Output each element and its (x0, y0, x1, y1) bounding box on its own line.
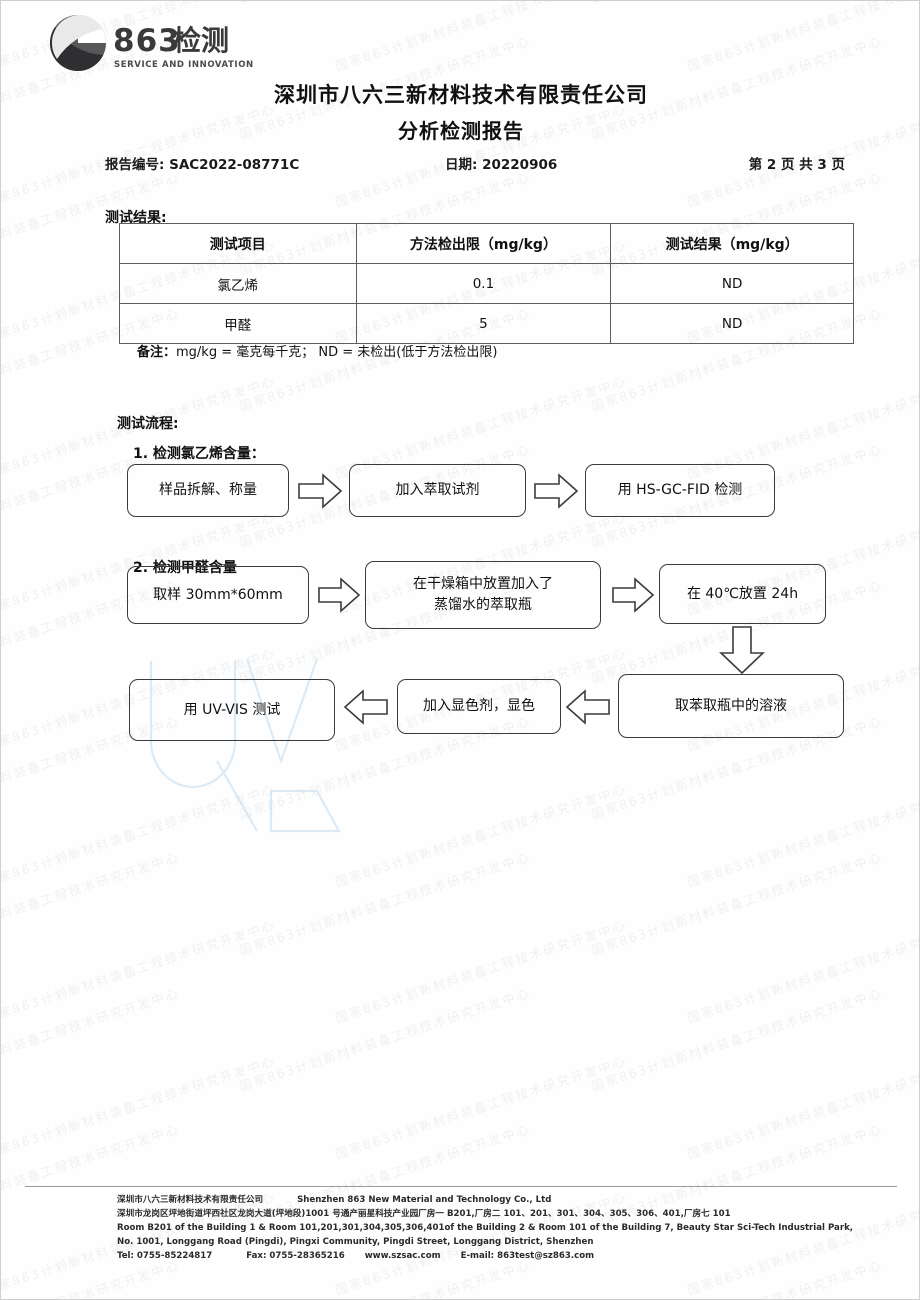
watermark-row: 国家863计划新材料装备工程技术研究开发中心 国家863计划新材料装备工程技术研究… (1, 1, 919, 9)
flow2-step-5: 加入显色剂，显色 (397, 679, 561, 734)
footer-company-en: Shenzhen 863 New Material and Technology… (297, 1195, 552, 1205)
flow2-step-2-line2: 蒸馏水的萃取瓶 (434, 597, 532, 613)
watermark-text: 国家863计划新材料装备工程技术研究开发中心 (589, 849, 885, 958)
watermark-text: 国家863计划新材料装备工程技术研究开发中心 (0, 985, 182, 1094)
flow2-step-1: 取样 30mm*60mm (127, 566, 309, 624)
arrow-right-icon-1 (298, 473, 343, 509)
flow1-step-3: 用 HS-GC-FID 检测 (585, 464, 775, 517)
cell-limit: 5 (355, 303, 612, 344)
flow2-label: 2. 检测甲醛含量 (133, 560, 237, 576)
watermark-row: 国家863计划新材料装备工程技术研究开发中心国家863计划新材料装备工程技术研究… (1, 985, 919, 1097)
flow2-step-3: 在 40℃放置 24h (659, 564, 826, 624)
flow2-step-2-line1: 在干燥箱中放置加入了 (413, 576, 553, 592)
company-logo: 863 检测 SERVICE AND INNOVATION (49, 15, 254, 72)
report-meta: 报告编号: SAC2022-08771C 日期: 20220906 第 2 页 … (105, 153, 845, 173)
flow-section-label: 测试流程: (117, 416, 179, 432)
table-row: 氯乙烯 0.1 ND (119, 263, 854, 304)
footer-line-4: No. 1001, Longgang Road (Pingdi), Pingxi… (117, 1236, 594, 1247)
cell-limit: 0.1 (355, 263, 612, 304)
arrow-right-icon-3 (318, 577, 361, 613)
flow2-step-4: 取苯取瓶中的溶液 (618, 674, 844, 738)
flow2-step-6: 用 UV-VIS 测试 (129, 679, 335, 741)
report-number: 报告编号: SAC2022-08771C (105, 157, 300, 173)
column-header-result: 测试结果（mg/kg） (610, 223, 854, 264)
page-subtitle: 分析检测报告 (398, 119, 524, 143)
watermark-text: 国家863计划新材料装备工程技术研究开发中心 (0, 781, 278, 890)
watermark-text: 国家863计划新材料装备工程技术研究开发中心 (588, 1, 884, 7)
arrow-down-icon-1 (719, 626, 765, 675)
svg-text:SERVICE AND INNOVATION: SERVICE AND INNOVATION (114, 60, 254, 70)
arrow-right-icon-4 (612, 577, 655, 613)
footer-line-1: 深圳市八六三新材料技术有限责任公司 Shenzhen 863 New Materi… (117, 1194, 907, 1208)
table-header-row: 测试项目 方法检出限（mg/kg） 测试结果（mg/kg） (119, 223, 854, 264)
watermark-text: 国家863计划新材料装备工程技术研究开发中心 (589, 985, 885, 1094)
watermark-text: 国家863计划新材料装备工程技术研究开发中心 (333, 917, 629, 1026)
flow1-step-1: 样品拆解、称量 (127, 464, 289, 517)
watermark-text: 国家863计划新材料装备工程技术研究开发中心 (0, 1053, 278, 1162)
arrow-right-icon-2 (534, 473, 579, 509)
cell-result: ND (610, 263, 854, 304)
footer-line-2: 深圳市龙岗区坪地街道坪西社区龙岗大道(坪地段)1001 号通产丽星科技产业园厂房… (117, 1208, 731, 1219)
watermark-text: 国家863计划新材料装备工程技术研究开发中心 (685, 781, 920, 890)
table-row: 甲醛 5 ND (119, 303, 854, 344)
footer-company-cn: 深圳市八六三新材料技术有限责任公司 (117, 1195, 264, 1205)
watermark-row: 国家863计划新材料装备工程技术研究开发中心国家863计划新材料装备工程技术研究… (1, 849, 919, 961)
svg-text:863: 863 (113, 23, 181, 59)
watermark-text: 国家863计划新材料装备工程技术研究开发中心 (0, 917, 278, 1026)
watermark-text: 国家863计划新材料装备工程技术研究开发中心 (333, 781, 629, 890)
cell-item: 氯乙烯 (119, 263, 357, 304)
footer-email[interactable]: E-mail: 863test@sz863.com (460, 1250, 595, 1261)
watermark-text: 国家863计划新材料装备工程技术研究开发中心 (237, 849, 533, 958)
watermark-text: 国家863计划新材料装备工程技术研究开发中心 (685, 1053, 920, 1162)
column-header-detection-limit: 方法检出限（mg/kg） (355, 223, 612, 264)
flow1-step-2: 加入萃取试剂 (349, 464, 526, 517)
watermark-text: 国家863计划新材料装备工程技术研究开发中心 (237, 1, 533, 7)
remark-label: 备注： (137, 345, 177, 360)
watermark-row: 国家863计划新材料装备工程技术研究开发中心国家863计划新材料装备工程技术研究… (1, 781, 919, 893)
flow1-label: 1. 检测氯乙烯含量： (133, 446, 265, 462)
uv-stamp-watermark-icon (149, 658, 341, 833)
footer-fax: Fax: 0755-28365216 (246, 1250, 345, 1261)
footer: 深圳市八六三新材料技术有限责任公司 Shenzhen 863 New Materi… (117, 1194, 907, 1264)
footer-divider (25, 1186, 897, 1187)
column-header-item: 测试项目 (119, 223, 357, 264)
results-section-label: 测试结果: (105, 210, 167, 226)
cell-item: 甲醛 (119, 303, 357, 344)
watermark-text: 国家863计划新材料装备工程技术研究开发中心 (333, 0, 629, 74)
arrow-left-icon-2 (343, 689, 388, 725)
flow2-step-2: 在干燥箱中放置加入了 蒸馏水的萃取瓶 (365, 561, 601, 629)
table-remark: 备注：mg/kg = 毫克每千克； ND = 未检出(低于方法检出限) (137, 341, 497, 360)
svg-text:检测: 检测 (173, 24, 229, 57)
watermark-row: 国家863计划新材料装备工程技术研究开发中心国家863计划新材料装备工程技术研究… (1, 917, 919, 1029)
page-indicator: 第 2 页 共 3 页 (748, 157, 845, 173)
watermark-row: 国家863计划新材料装备工程技术研究开发中心国家863计划新材料装备工程技术研究… (1, 713, 919, 825)
remark-text: mg/kg = 毫克每千克； ND = 未检出(低于方法检出限) (176, 345, 498, 360)
cell-result: ND (610, 303, 854, 344)
footer-website[interactable]: www.szsac.com (364, 1250, 441, 1261)
results-table: 测试项目 方法检出限（mg/kg） 测试结果（mg/kg） 氯乙烯 0.1 ND… (119, 223, 854, 344)
watermark-text: 国家863计划新材料装备工程技术研究开发中心 (1, 1, 182, 7)
arrow-left-icon-1 (565, 689, 610, 725)
watermark-text: 国家863计划新材料装备工程技术研究开发中心 (237, 985, 533, 1094)
report-date: 日期: 20220906 (445, 157, 558, 173)
footer-tel: Tel: 0755-85224817 (117, 1250, 213, 1261)
watermark-text: 国家863计划新材料装备工程技术研究开发中心 (685, 917, 920, 1026)
watermark-text: 国家863计划新材料装备工程技术研究开发中心 (0, 849, 182, 958)
footer-contact-line: Tel: 0755-85224817 Fax: 0755-28365216 www.… (117, 1250, 907, 1264)
watermark-text: 国家863计划新材料装备工程技术研究开发中心 (333, 1053, 629, 1162)
footer-line-3: Room B201 of the Building 1 & Room 101,2… (117, 1222, 854, 1233)
page-title: 深圳市八六三新材料技术有限责任公司 (274, 83, 648, 107)
watermark-row: 国家863计划新材料装备工程技术研究开发中心国家863计划新材料装备工程技术研究… (1, 1053, 919, 1165)
watermark-text: 国家863计划新材料装备工程技术研究开发中心 (685, 0, 920, 74)
